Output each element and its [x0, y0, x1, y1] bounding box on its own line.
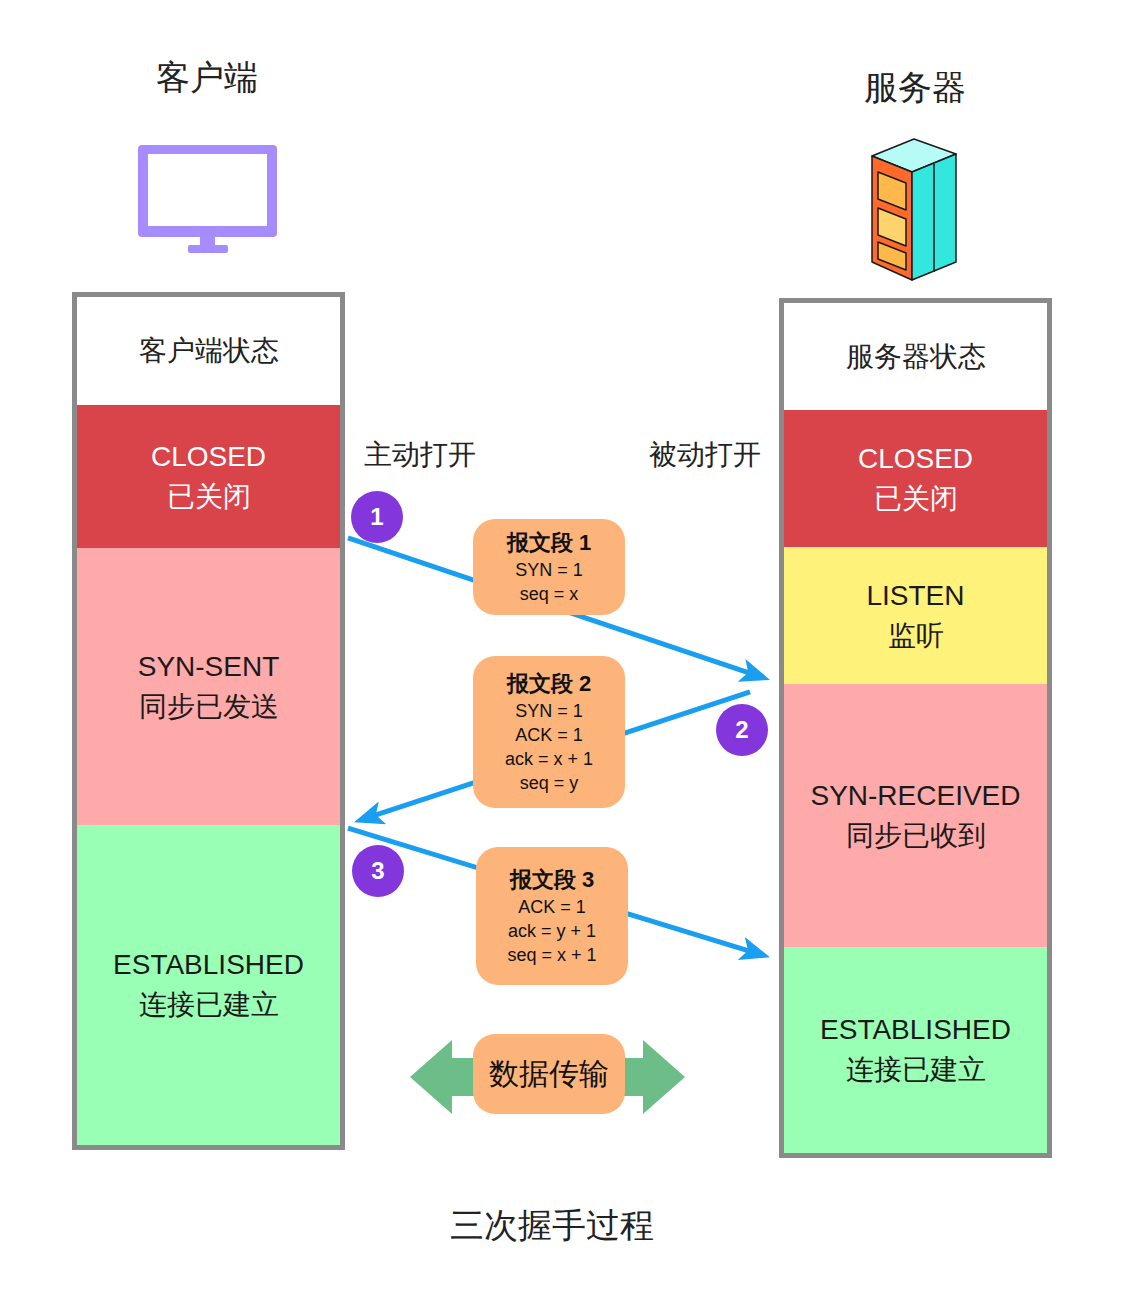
server-front	[872, 156, 912, 280]
state-name: CLOSED	[858, 439, 973, 479]
callout-number: 3	[352, 845, 404, 897]
server-panel	[878, 242, 906, 270]
open-mode-label: 主动打开	[364, 436, 476, 474]
state-translation: 同步已收到	[846, 816, 986, 856]
segment-title: 报文段 2	[507, 669, 591, 699]
figure-caption: 三次握手过程	[450, 1203, 654, 1249]
segment-field: ack = y + 1	[508, 919, 596, 943]
segment-field: SYN = 1	[515, 558, 583, 582]
state-band: ESTABLISHED连接已建立	[77, 825, 340, 1145]
monitor-frame	[138, 145, 277, 237]
server-panel	[878, 208, 906, 246]
segment-box: 数据传输	[473, 1034, 625, 1114]
state-column: CLOSED已关闭SYN-SENT同步已发送ESTABLISHED连接已建立客户…	[72, 292, 345, 1150]
segment-title: 报文段 1	[507, 528, 591, 558]
state-translation: 监听	[888, 616, 944, 656]
callout-number: 2	[716, 704, 768, 756]
endpoint-title: 客户端	[156, 55, 258, 101]
state-name: SYN-RECEIVED	[810, 776, 1020, 816]
segment-field: ACK = 1	[518, 895, 586, 919]
segment-box: 报文段 1SYN = 1seq = x	[473, 519, 625, 615]
state-name: ESTABLISHED	[113, 945, 304, 985]
state-translation: 连接已建立	[139, 985, 279, 1025]
segment-field: seq = x + 1	[507, 943, 596, 967]
callout-text: 1	[370, 503, 383, 531]
monitor-screen	[148, 154, 267, 226]
endpoint-title: 服务器	[864, 65, 966, 111]
state-name: CLOSED	[151, 437, 266, 477]
segment-title: 数据传输	[489, 1054, 609, 1094]
state-band: LISTEN监听	[784, 547, 1047, 684]
state-band: SYN-SENT同步已发送	[77, 548, 340, 825]
server-seam	[933, 164, 935, 272]
state-name: ESTABLISHED	[820, 1010, 1011, 1050]
monitor-base	[188, 245, 228, 253]
state-name: LISTEN	[866, 576, 964, 616]
server-icon	[872, 139, 956, 280]
segment-field: seq = y	[520, 771, 579, 795]
state-translation: 已关闭	[167, 477, 251, 517]
callout-text: 2	[735, 716, 748, 744]
segment-field: SYN = 1	[515, 699, 583, 723]
segment-title: 报文段 3	[510, 865, 594, 895]
server-panel	[878, 172, 906, 210]
server-side	[912, 154, 956, 280]
column-heading: 服务器状态	[784, 303, 1047, 410]
segment-box: 报文段 3ACK = 1ack = y + 1seq = x + 1	[476, 847, 628, 985]
open-mode-label: 被动打开	[649, 436, 761, 474]
segment-field: seq = x	[520, 582, 579, 606]
state-column: CLOSED已关闭LISTEN监听SYN-RECEIVED同步已收到ESTABL…	[779, 298, 1052, 1158]
segment-box: 报文段 2SYN = 1ACK = 1ack = x + 1seq = y	[473, 656, 625, 808]
client-monitor-icon	[138, 145, 277, 253]
state-translation: 同步已发送	[139, 687, 279, 727]
segment-field: ack = x + 1	[505, 747, 593, 771]
state-translation: 已关闭	[874, 479, 958, 519]
column-heading: 客户端状态	[77, 297, 340, 405]
callout-number: 1	[351, 491, 403, 543]
callout-text: 3	[371, 857, 384, 885]
state-name: SYN-SENT	[138, 647, 280, 687]
state-band: CLOSED已关闭	[784, 410, 1047, 547]
state-band: ESTABLISHED连接已建立	[784, 947, 1047, 1153]
state-band: CLOSED已关闭	[77, 405, 340, 548]
segment-field: ACK = 1	[515, 723, 583, 747]
state-translation: 连接已建立	[846, 1050, 986, 1090]
state-band: SYN-RECEIVED同步已收到	[784, 684, 1047, 947]
